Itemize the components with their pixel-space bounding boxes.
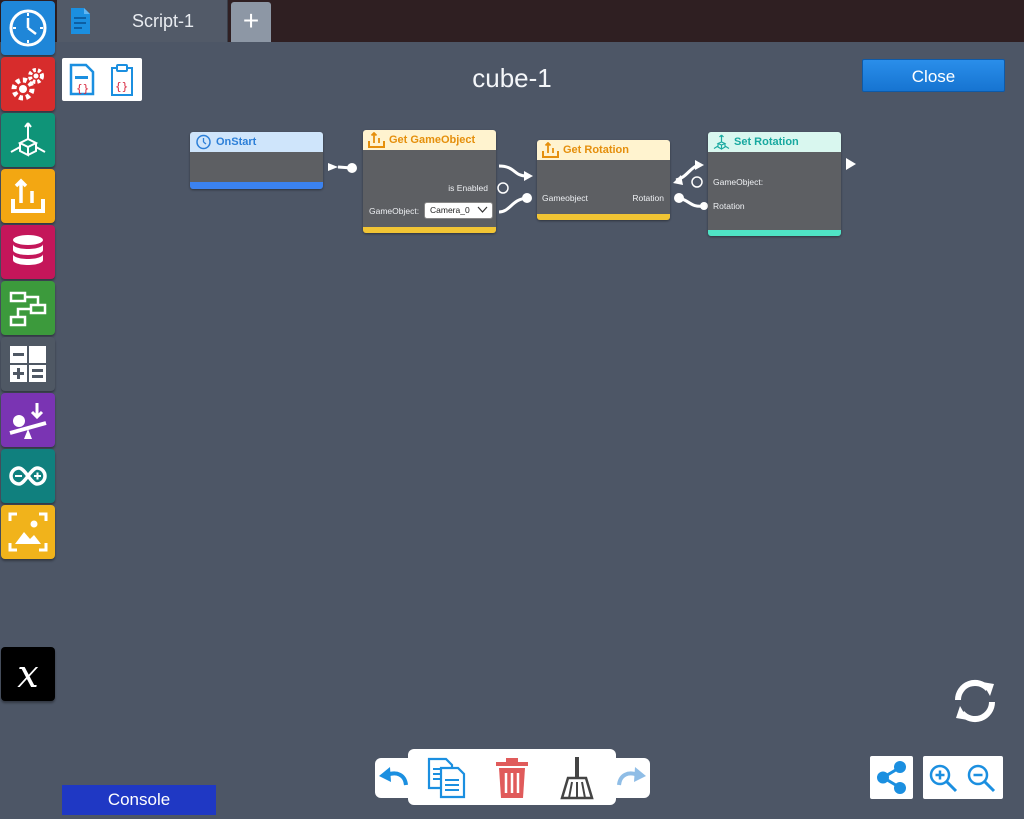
download-tray-icon [368, 132, 385, 148]
node-header: Get Rotation [537, 140, 670, 160]
category-sidebar: x [0, 0, 56, 819]
add-tab-button[interactable]: + [231, 2, 271, 42]
paste-script-icon[interactable]: {} [106, 63, 138, 97]
node-title: Get Rotation [563, 144, 629, 156]
seesaw-icon [9, 403, 47, 439]
redo-button[interactable] [610, 758, 650, 798]
node-footer [537, 214, 670, 220]
flowchart-icon [9, 291, 47, 327]
save-script-icon[interactable]: {} [66, 63, 98, 97]
gameobject-label: GameObject: [369, 206, 420, 216]
category-variables[interactable]: x [1, 647, 55, 701]
rotation-input-label: Rotation [713, 201, 745, 211]
chevron-down-icon [477, 206, 488, 213]
clock-icon [9, 9, 47, 47]
zoom-in-icon[interactable] [927, 762, 959, 794]
clock-icon [196, 134, 211, 150]
node-footer [363, 227, 496, 233]
tab-script-1[interactable]: Script-1 [57, 0, 228, 42]
share-icon [877, 761, 906, 794]
node-onstart[interactable]: OnStart [190, 132, 323, 189]
category-physics[interactable] [1, 393, 55, 447]
variable-x-icon: x [17, 652, 39, 696]
node-header: Set Rotation [708, 132, 841, 152]
console-button[interactable]: Console [62, 785, 216, 815]
image-icon [8, 512, 48, 552]
share-button[interactable] [870, 756, 913, 799]
cube-axes-icon [10, 122, 46, 157]
is-enabled-label: is Enabled [448, 183, 488, 193]
broom-icon[interactable] [556, 756, 598, 800]
node-footer [190, 182, 323, 189]
script-file-icon [71, 8, 90, 34]
tab-label: Script-1 [132, 11, 195, 31]
gameobject-dropdown[interactable]: Camera_0 [424, 202, 493, 219]
undo-arrow-icon [379, 767, 408, 786]
category-events[interactable] [1, 1, 55, 55]
category-transform[interactable] [1, 169, 55, 223]
node-title: Set Rotation [734, 136, 799, 148]
file-tools: {} {} [62, 58, 142, 101]
redo-arrow-icon [617, 767, 646, 786]
edit-toolbar [408, 749, 616, 805]
node-title: OnStart [216, 136, 257, 148]
trash-icon[interactable] [491, 756, 533, 800]
node-footer [708, 230, 841, 236]
svg-text:{}: {} [76, 82, 89, 95]
zoom-controls [923, 756, 1003, 799]
close-button[interactable]: Close [862, 59, 1005, 92]
dropdown-value: Camera_0 [430, 205, 470, 215]
calculator-icon [10, 346, 46, 382]
node-get-rotation[interactable]: Get Rotation Gameobject Rotation [537, 140, 670, 220]
infinity-icon [9, 466, 47, 486]
copy-icon[interactable] [426, 756, 468, 800]
gears-icon [11, 68, 44, 101]
download-tray-icon [11, 178, 45, 213]
download-tray-icon [542, 142, 559, 158]
database-icon [13, 235, 43, 265]
node-get-gameobject[interactable]: Get GameObject is Enabled GameObject: Ca… [363, 130, 496, 233]
node-set-rotation[interactable]: Set Rotation GameObject: Rotation [708, 132, 841, 236]
svg-text:{}: {} [115, 80, 128, 93]
category-settings[interactable] [1, 57, 55, 111]
category-3d-objects[interactable] [1, 113, 55, 167]
category-data[interactable] [1, 225, 55, 279]
category-arduino[interactable] [1, 449, 55, 503]
category-media[interactable] [1, 505, 55, 559]
category-flow[interactable] [1, 281, 55, 335]
node-header: Get GameObject [363, 130, 496, 150]
gameobject-input-label: Gameobject [542, 193, 588, 203]
node-title: Get GameObject [389, 134, 476, 146]
node-header: OnStart [190, 132, 323, 152]
cube-axes-icon [713, 134, 730, 150]
refresh-icon[interactable] [950, 676, 1000, 726]
category-math[interactable] [1, 337, 55, 391]
page-title: cube-1 [472, 63, 552, 93]
gameobject-input-label: GameObject: [713, 177, 764, 187]
zoom-out-icon[interactable] [965, 762, 997, 794]
rotation-output-label: Rotation [632, 193, 664, 203]
